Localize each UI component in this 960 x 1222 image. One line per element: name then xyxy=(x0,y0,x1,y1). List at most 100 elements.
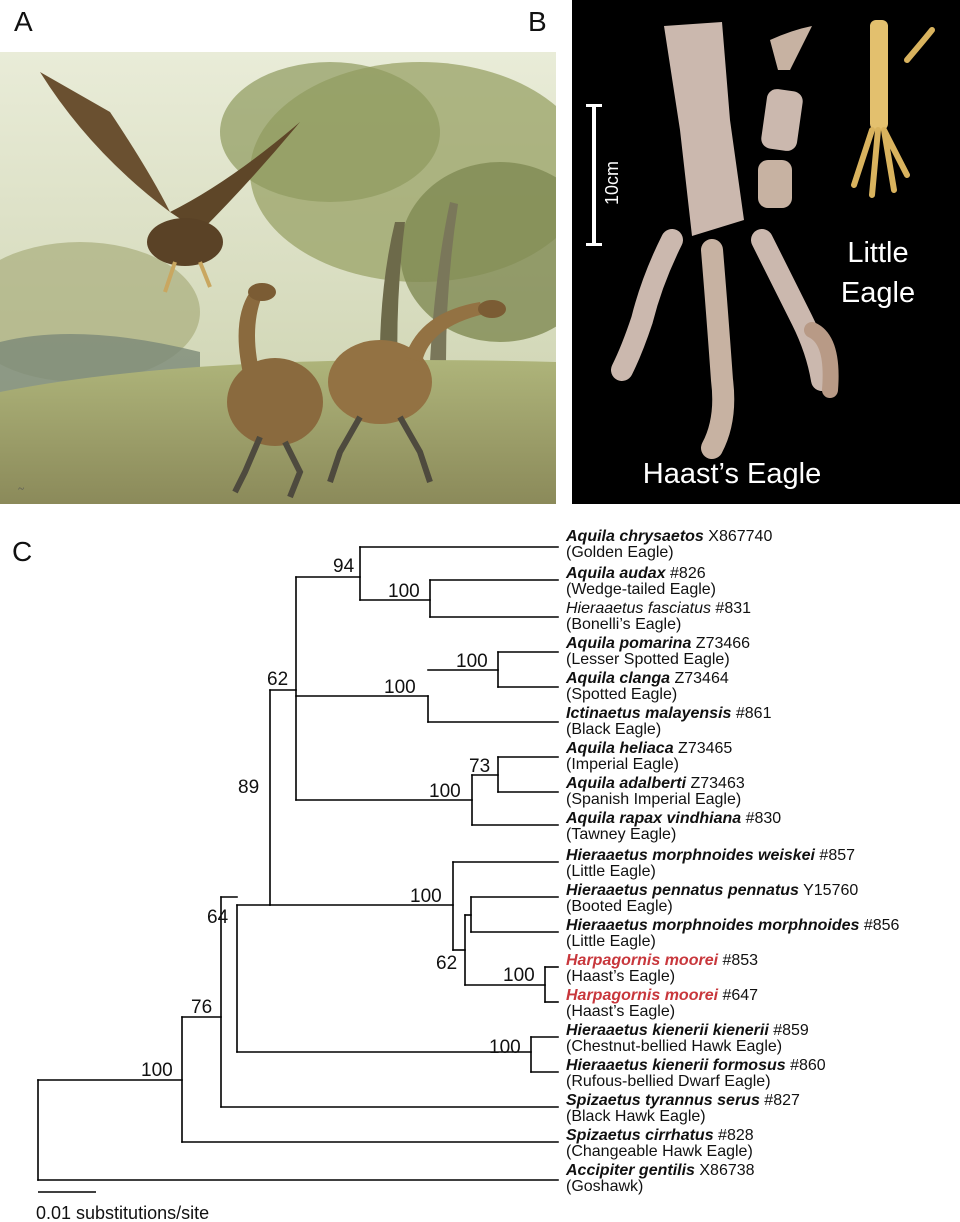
tip-accession: Z73464 xyxy=(670,670,729,687)
tip-species: Aquila clanga xyxy=(565,670,670,687)
bootstrap-value: 100 xyxy=(141,1060,173,1081)
haasts-eagle-label: Haast’s Eagle xyxy=(643,458,821,490)
tip-species: Aquila pomarina xyxy=(565,635,691,652)
panel-a-letter: A xyxy=(14,6,33,37)
tip-accession: #828 xyxy=(714,1127,754,1144)
tip-common-name: (Spotted Eagle) xyxy=(566,686,677,703)
bootstrap-value: 100 xyxy=(384,677,416,698)
tip-label: Aquila audax #826 xyxy=(565,565,706,582)
tip-label: Aquila adalberti Z73463 xyxy=(565,775,745,792)
tip-label: Accipiter gentilis X86738 xyxy=(565,1162,755,1179)
tip-common-name: (Little Eagle) xyxy=(566,863,656,880)
bootstrap-value: 100 xyxy=(429,781,461,802)
tip-species: Hieraaetus fasciatus xyxy=(566,600,711,617)
tip-accession: #860 xyxy=(786,1057,826,1074)
scale-bar-text: 0.01 substitutions/site xyxy=(36,1203,209,1222)
tip-accession: #827 xyxy=(760,1092,800,1109)
svg-text:~: ~ xyxy=(18,483,24,495)
tip-species: Aquila audax xyxy=(565,565,667,582)
tip-species: Aquila chrysaetos xyxy=(565,528,704,545)
tip-species: Spizaetus tyrannus serus xyxy=(566,1092,760,1109)
bootstrap-value: 64 xyxy=(207,907,229,928)
tip-label: Hieraaetus morphnoides weiskei #857 xyxy=(566,847,855,864)
tip-label: Hieraaetus pennatus pennatus Y15760 xyxy=(566,882,858,899)
tip-accession: #857 xyxy=(815,847,855,864)
tip-accession: Z73463 xyxy=(686,775,745,792)
panel-b-letter: B xyxy=(528,6,547,37)
bootstrap-value: 100 xyxy=(388,581,420,602)
tip-species: Aquila adalberti xyxy=(565,775,687,792)
tip-common-name: (Black Eagle) xyxy=(566,721,661,738)
tip-accession: #830 xyxy=(741,810,781,827)
little-eagle-label: Little xyxy=(847,237,908,269)
tip-common-name: (Spanish Imperial Eagle) xyxy=(566,791,741,808)
bootstrap-value: 100 xyxy=(410,886,442,907)
bootstrap-value: 62 xyxy=(267,669,288,690)
tip-species: Spizaetus cirrhatus xyxy=(566,1127,714,1144)
tip-common-name: (Lesser Spotted Eagle) xyxy=(566,651,730,668)
tip-common-name: (Haast’s Eagle) xyxy=(566,1003,675,1020)
tip-accession: #826 xyxy=(666,565,706,582)
tip-common-name: (Chestnut-bellied Hawk Eagle) xyxy=(566,1038,782,1055)
tip-accession: #831 xyxy=(711,600,751,617)
tip-accession: #861 xyxy=(731,705,771,722)
tip-label: Aquila pomarina Z73466 xyxy=(565,635,750,652)
tip-accession: #853 xyxy=(718,952,758,969)
tip-accession: Z73465 xyxy=(674,740,733,757)
bootstrap-value: 62 xyxy=(436,953,457,974)
bootstrap-value: 100 xyxy=(456,651,488,672)
tip-label: Aquila rapax vindhiana #830 xyxy=(565,810,781,827)
tip-label: Aquila heliaca Z73465 xyxy=(565,740,732,757)
eagle-moa-painting: ~ xyxy=(0,52,556,504)
tip-common-name: (Changeable Hawk Eagle) xyxy=(566,1143,753,1160)
bootstrap-value: 73 xyxy=(469,756,490,777)
bootstrap-value: 76 xyxy=(191,997,212,1018)
tip-accession: #859 xyxy=(769,1022,809,1039)
tip-species: Accipiter gentilis xyxy=(565,1162,695,1179)
tree-branches xyxy=(37,546,559,1181)
tip-label: Hieraaetus kienerii formosus #860 xyxy=(566,1057,826,1074)
tip-accession: #856 xyxy=(859,917,899,934)
bootstrap-value: 100 xyxy=(503,965,535,986)
tip-label: Hieraaetus morphnoides morphnoides #856 xyxy=(566,917,900,934)
little-eagle-label-line2: Eagle xyxy=(841,277,915,309)
tip-accession: #647 xyxy=(718,987,758,1004)
tip-accession: X867740 xyxy=(704,528,773,545)
tip-species: Harpagornis moorei xyxy=(566,987,719,1004)
talon-fossil-photo: 10cm Little Eagle Haast’s Eagle xyxy=(572,0,960,504)
tip-label: Spizaetus tyrannus serus #827 xyxy=(566,1092,800,1109)
bootstrap-value: 100 xyxy=(489,1037,521,1058)
tip-common-name: (Haast’s Eagle) xyxy=(566,968,675,985)
tip-accession: X86738 xyxy=(695,1162,755,1179)
tip-label: Spizaetus cirrhatus #828 xyxy=(566,1127,754,1144)
tip-common-name: (Tawney Eagle) xyxy=(566,826,676,843)
tip-label: Ictinaetus malayensis #861 xyxy=(566,705,772,722)
tip-common-name: (Rufous-bellied Dwarf Eagle) xyxy=(566,1073,771,1090)
tip-label: Aquila chrysaetos X867740 xyxy=(565,528,772,545)
tip-common-name: (Golden Eagle) xyxy=(566,544,674,561)
tip-species: Hieraaetus kienerii formosus xyxy=(566,1057,786,1074)
tip-accession: Z73466 xyxy=(691,635,750,652)
tip-label: Harpagornis moorei #647 xyxy=(566,987,758,1004)
panel-c-letter: C xyxy=(12,536,33,567)
tip-common-name: (Wedge-tailed Eagle) xyxy=(566,581,716,598)
tip-label: Harpagornis moorei #853 xyxy=(566,952,758,969)
tip-common-name: (Black Hawk Eagle) xyxy=(566,1108,706,1125)
tip-common-name: (Little Eagle) xyxy=(566,933,656,950)
bootstrap-value: 94 xyxy=(333,556,355,577)
tip-species: Hieraaetus morphnoides morphnoides xyxy=(566,917,859,934)
tip-species: Hieraaetus pennatus pennatus xyxy=(566,882,799,899)
tip-accession: Y15760 xyxy=(799,882,858,899)
tip-common-name: (Bonelli’s Eagle) xyxy=(566,616,681,633)
tip-species: Aquila heliaca xyxy=(565,740,674,757)
tip-common-name: (Imperial Eagle) xyxy=(566,756,679,773)
tip-label: Hieraaetus kienerii kienerii #859 xyxy=(566,1022,809,1039)
tip-species: Ictinaetus malayensis xyxy=(566,705,732,722)
tip-species: Harpagornis moorei xyxy=(566,952,719,969)
tip-label: Hieraaetus fasciatus #831 xyxy=(566,600,751,617)
bootstrap-value: 89 xyxy=(238,777,259,798)
scale-bar-label: 10cm xyxy=(602,161,622,205)
tip-species: Aquila rapax vindhiana xyxy=(565,810,741,827)
tip-common-name: (Goshawk) xyxy=(566,1178,643,1195)
